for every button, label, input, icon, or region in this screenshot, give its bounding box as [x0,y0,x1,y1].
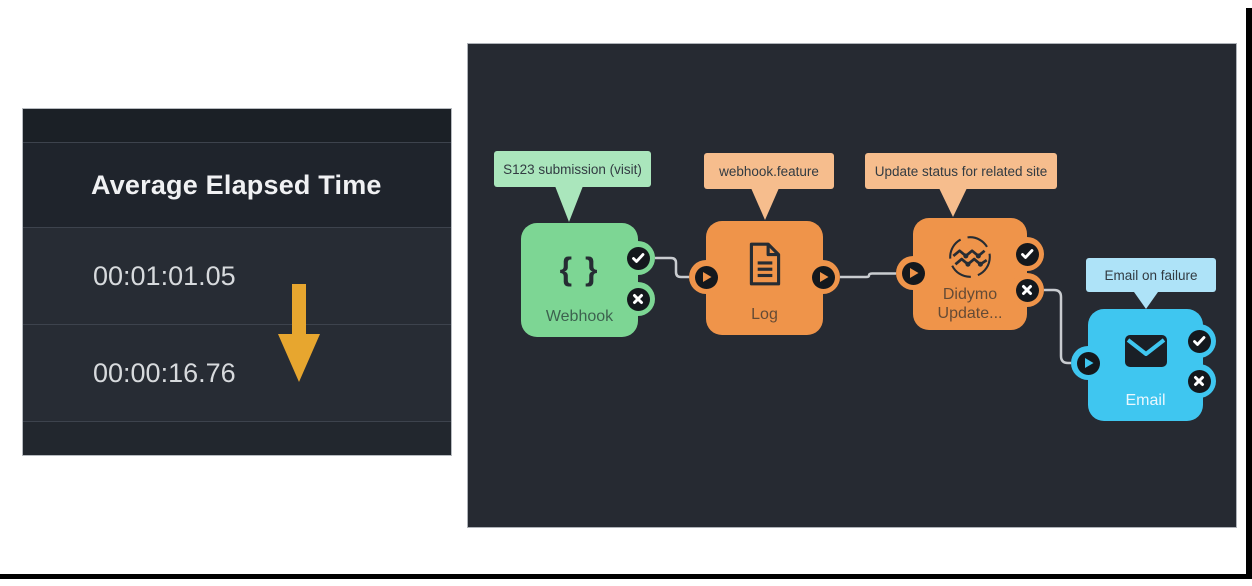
play-icon [901,261,925,285]
table-bottom-strip [23,422,451,455]
didymo-input-port[interactable] [896,256,930,290]
tooltip-text: Email on failure [1104,267,1198,283]
column-header-average-elapsed-time: Average Elapsed Time [23,143,451,228]
elapsed-time-table: Average Elapsed Time 00:01:01.05 00:00:1… [22,108,452,456]
frame-right-border [1246,8,1252,579]
check-icon [1015,242,1039,266]
node-log[interactable]: Log [706,221,823,335]
x-icon [626,287,650,311]
wire-didymo-to-email [1044,288,1071,365]
node-didymo-update[interactable]: Didymo Update... [913,218,1027,330]
didymo-success-port[interactable] [1010,237,1044,271]
check-icon [626,246,650,270]
node-label: Email [1125,391,1166,409]
log-input-port[interactable] [689,260,723,294]
webhook-success-port[interactable] [621,241,655,275]
tooltip-tail [1134,292,1158,309]
didymo-waves-icon [913,232,1027,282]
email-success-port[interactable] [1182,324,1216,358]
check-icon [1187,329,1211,353]
table-row: 00:01:01.05 [23,228,451,325]
x-icon [1015,278,1039,302]
log-output-port[interactable] [806,260,840,294]
tooltip-text: Update status for related site [874,163,1048,179]
play-icon [811,265,835,289]
node-webhook[interactable]: { } Webhook [521,223,638,337]
frame-bottom-border [0,574,1252,579]
didymo-tooltip: Update status for related site [865,153,1057,189]
email-input-port[interactable] [1071,346,1105,380]
didymo-failure-port[interactable] [1010,273,1044,307]
node-email[interactable]: Email [1088,309,1203,421]
play-icon [1076,351,1100,375]
node-label: Webhook [545,307,614,325]
email-failure-port[interactable] [1182,364,1216,398]
play-icon [694,265,718,289]
document-icon [706,241,823,287]
wire-webhook-to-log [655,256,689,279]
tooltip-text: S123 submission (visit) [503,161,642,177]
tooltip-tail [751,188,779,220]
down-arrow-icon [278,284,320,382]
node-label: Log [751,305,778,323]
node-label: Didymo Update... [937,286,1003,322]
log-tooltip: webhook.feature [704,153,834,189]
envelope-icon [1088,333,1203,369]
table-row: 00:00:16.76 [23,325,451,422]
wire-log-to-didymo [840,272,896,279]
tooltip-tail [555,186,583,222]
workflow-canvas[interactable]: S123 submission (visit) webhook.feature … [467,43,1237,528]
webhook-failure-port[interactable] [621,282,655,316]
braces-icon: { } [559,251,600,287]
tooltip-tail [939,188,967,217]
table-top-strip [23,109,451,143]
email-tooltip: Email on failure [1086,258,1216,292]
webhook-tooltip: S123 submission (visit) [494,151,651,187]
elapsed-time-value: 00:00:16.76 [93,357,236,388]
elapsed-time-value: 00:01:01.05 [93,260,236,291]
tooltip-text: webhook.feature [719,163,819,179]
x-icon [1187,369,1211,393]
